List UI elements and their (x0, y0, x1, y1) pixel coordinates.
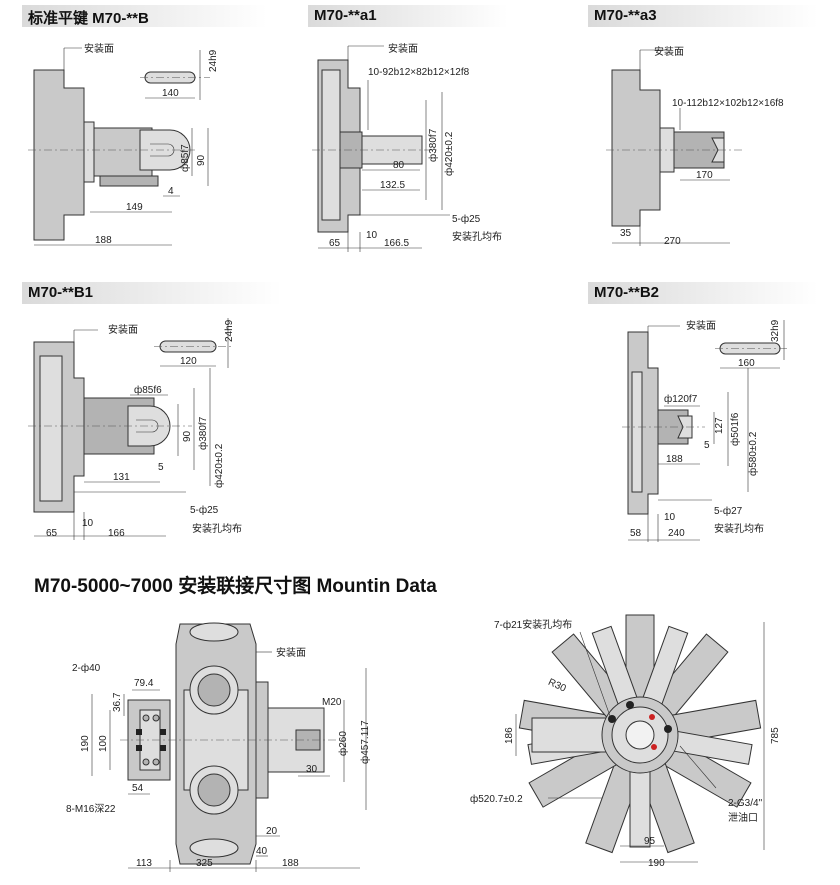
main-d260-label: ф260 (337, 731, 349, 756)
front-r30-label: R30 (546, 677, 568, 695)
b2-key-width-label: 32h9 (770, 319, 781, 342)
b2-d501-label: ф501f6 (729, 412, 741, 446)
main-w30-label: 30 (306, 764, 318, 775)
main-mount-face-label: 安装面 (276, 646, 306, 659)
b1-len-131-label: 131 (113, 472, 130, 483)
a1-d420-label: ф420±0.2 (443, 131, 455, 176)
a1-mount-face-label: 安装面 (388, 42, 418, 55)
b-shaft-diameter-label: ф85f7 (179, 144, 191, 172)
cylinder-arms (518, 614, 762, 854)
main-holes-2-label: 2-ф40 (72, 662, 101, 674)
b2-holes-label: 5-ф27 (714, 505, 743, 517)
drawing-main-front: 7-ф21安装孔均布 R30 186 ф520.7±0.2 785 2-G3/4… (470, 614, 781, 869)
drawing-b1: 安装面 24h9 120 ф85f6 90 ф380f7 ф420±0.2 13… (28, 318, 242, 540)
b2-key-length-label: 160 (738, 358, 755, 369)
section-b-title: 标准平键 M70-**B (28, 10, 149, 27)
b1-mount-face-label: 安装面 (108, 323, 138, 336)
a3-len-170-label: 170 (696, 170, 713, 181)
main-w20-label: 20 (266, 826, 278, 837)
b2-len-10-label: 10 (664, 512, 676, 523)
b1-key-length-label: 120 (180, 356, 197, 367)
b1-holes-label: 5-ф25 (190, 504, 219, 516)
main-w188-label: 188 (282, 858, 299, 869)
main-w794-label: 79.4 (134, 678, 154, 689)
b1-holes-uniform-label: 安装孔均布 (192, 522, 242, 535)
front-h785-label: 785 (770, 727, 781, 744)
main-h190-label: 190 (80, 735, 91, 752)
mounting-data-title: M70-5000~7000 安装联接尺寸图 Mountin Data (34, 576, 437, 597)
section-b1-title: M70-**B1 (28, 284, 94, 301)
b2-len-240-label: 240 (668, 528, 685, 539)
b1-shaft-diameter-label: ф85f6 (134, 384, 162, 396)
b2-h127-label: 127 (714, 417, 725, 434)
b1-height-90-label: 90 (182, 430, 193, 442)
main-w54-label: 54 (132, 783, 144, 794)
main-d457-label: ф457.117 (359, 720, 371, 764)
front-w95-label: 95 (644, 836, 656, 847)
a1-len-65-label: 65 (329, 238, 341, 249)
a1-d380-label: ф380f7 (427, 128, 439, 162)
a3-len-270-label: 270 (664, 236, 681, 247)
front-h186-label: 186 (504, 727, 515, 744)
a1-holes-label: 5-ф25 (452, 213, 481, 225)
section-b-header: 标准平键 M70-**B (22, 5, 267, 27)
main-m16-label: 8-M16深22 (66, 803, 116, 815)
main-h100-label: 100 (98, 735, 109, 752)
section-a1-title: M70-**a1 (314, 7, 377, 24)
front-drain-label: 泄油口 (728, 811, 758, 824)
a1-len-80-label: 80 (393, 160, 405, 171)
drawing-main-side: 安装面 2-ф40 79.4 36.7 100 190 8-M16深22 54 … (66, 622, 371, 872)
b1-len-10-label: 10 (82, 518, 94, 529)
b-height-90-label: 90 (196, 154, 207, 166)
section-a3-title: M70-**a3 (594, 7, 657, 24)
b-len-4-label: 4 (168, 186, 174, 197)
drawing-a1: 安装面 10-92b12×82b12×12f8 ф380f7 ф420±0.2 … (312, 42, 502, 252)
a1-len-166-label: 166.5 (384, 238, 409, 249)
section-b1-header: M70-**B1 (22, 282, 282, 304)
b2-shaft-diameter-label: ф120f7 (664, 393, 698, 405)
b1-d420-label: ф420±0.2 (213, 443, 225, 488)
a3-len-35-label: 35 (620, 228, 632, 239)
drawing-a3: 安装面 10-112b12×102b12×16f8 170 35 270 (606, 45, 784, 247)
a3-spline-label: 10-112b12×102b12×16f8 (672, 98, 784, 109)
front-holes-7-label: 7-ф21安装孔均布 (494, 618, 572, 631)
b1-d380-label: ф380f7 (197, 416, 209, 450)
front-g34-label: 2-G3/4" (728, 798, 763, 809)
section-b2-header: M70-**B2 (588, 282, 818, 304)
main-m20-label: M20 (322, 697, 342, 708)
a1-len-132-label: 132.5 (380, 180, 405, 191)
b1-len-65-label: 65 (46, 528, 58, 539)
b-key-length-label: 140 (162, 88, 179, 99)
b2-len-188-label: 188 (666, 454, 683, 465)
a1-len-10-label: 10 (366, 230, 378, 241)
b-len-188-label: 188 (95, 235, 112, 246)
b2-len-58-label: 58 (630, 528, 642, 539)
section-a3-header: M70-**a3 (588, 5, 818, 27)
b2-d580-label: ф580±0.2 (747, 431, 759, 476)
b1-len-5-label: 5 (158, 462, 164, 473)
a3-mount-face-label: 安装面 (654, 45, 684, 58)
main-h367-label: 36.7 (112, 692, 123, 712)
a1-holes-uniform-label: 安装孔均布 (452, 230, 502, 243)
section-a1-header: M70-**a1 (308, 5, 508, 27)
main-w325-label: 325 (196, 858, 213, 869)
b1-key-width-label: 24h9 (224, 319, 235, 342)
front-w190-label: 190 (648, 858, 665, 869)
b2-holes-uniform-label: 安装孔均布 (714, 522, 764, 535)
main-w40-label: 40 (256, 846, 268, 857)
section-b2-title: M70-**B2 (594, 284, 660, 301)
drawing-b2: 安装面 32h9 160 ф120f7 127 ф501f6 5 ф580±0.… (622, 319, 790, 542)
b2-len-5-label: 5 (704, 440, 710, 451)
front-d5207-label: ф520.7±0.2 (470, 793, 523, 805)
b1-len-166-label: 166 (108, 528, 125, 539)
b2-mount-face-label: 安装面 (686, 319, 716, 332)
a1-spline-label: 10-92b12×82b12×12f8 (368, 67, 470, 78)
b-len-149-label: 149 (126, 202, 143, 213)
b-key-width-label: 24h9 (208, 49, 219, 72)
drawing-b: 安装面 24h9 140 ф85f7 90 4 149 188 (28, 42, 219, 246)
main-w113-label: 113 (136, 858, 152, 869)
b-mount-face-label: 安装面 (84, 42, 114, 55)
